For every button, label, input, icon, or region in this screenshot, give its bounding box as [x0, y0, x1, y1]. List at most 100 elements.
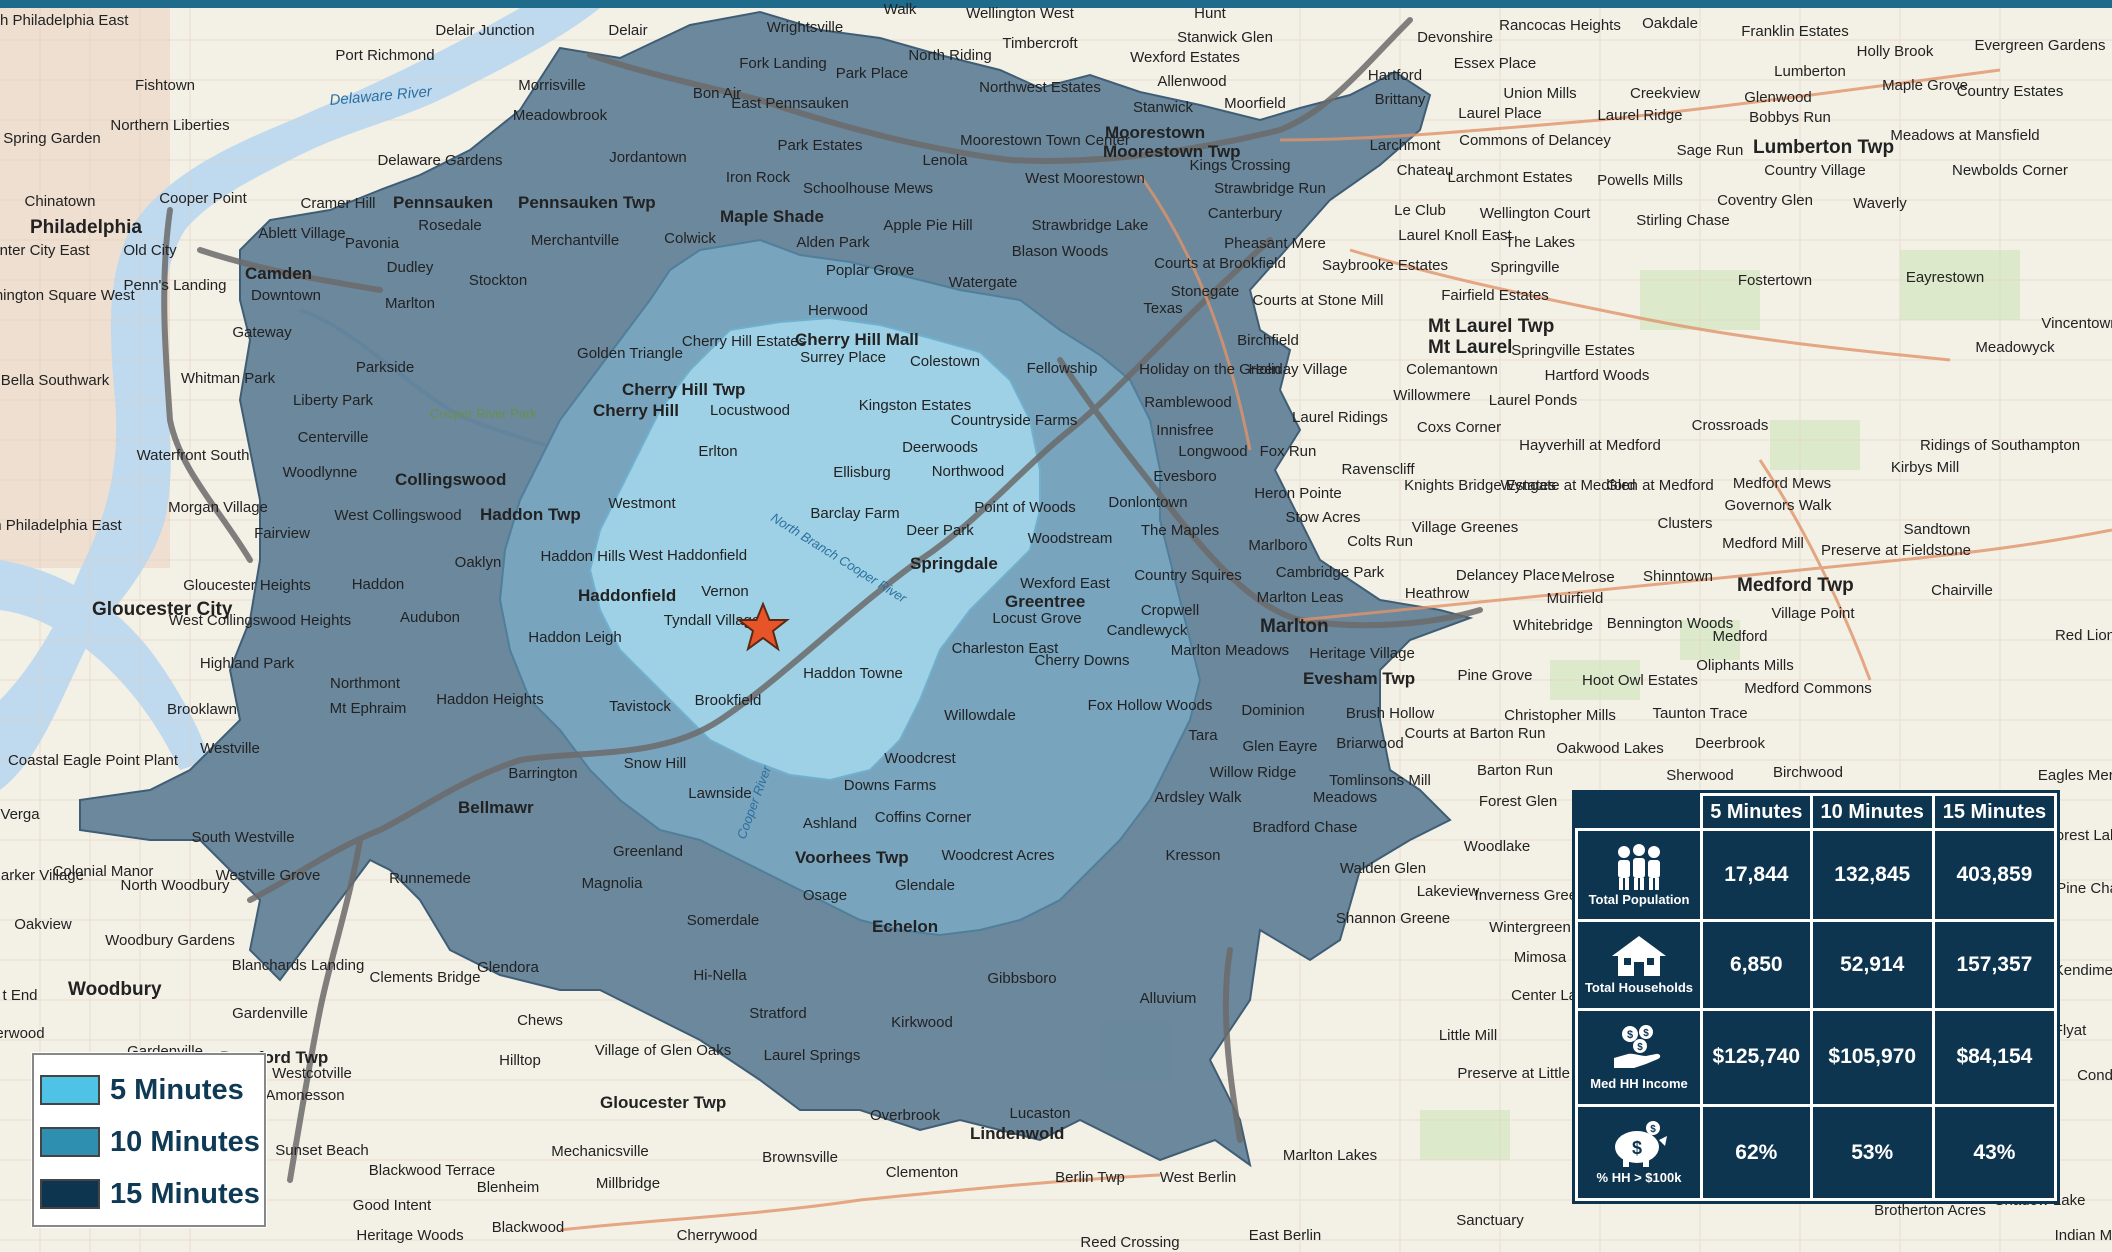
place-label: Point of Woods	[974, 499, 1075, 516]
place-label: Lakeview	[1417, 883, 1480, 900]
place-label: Osage	[803, 887, 847, 904]
column-header-15-minutes: 15 Minutes	[1931, 793, 2058, 831]
place-label: Woodcrest Acres	[941, 847, 1054, 864]
svg-text:$: $	[1643, 1028, 1649, 1039]
place-label: Centerville	[298, 429, 369, 446]
place-label: Courts at Brookfield	[1154, 255, 1286, 272]
place-label: Spring Garden	[3, 130, 101, 147]
place-label: Gateway	[232, 324, 292, 341]
place-label: Woodstream	[1028, 530, 1113, 547]
table-corner	[1575, 793, 1703, 831]
place-label: Sunset Beach	[275, 1142, 368, 1159]
place-label: Country Squires	[1134, 567, 1242, 584]
place-label: Stonegate	[1171, 283, 1239, 300]
site-star-marker[interactable]	[736, 601, 790, 652]
place-label: Hoot Owl Estates	[1582, 672, 1698, 689]
legend-item-10-minutes: 10 Minutes	[40, 1119, 260, 1165]
place-label: Woodlynne	[283, 464, 358, 481]
place-label: Penn's Landing	[124, 277, 227, 294]
place-label: Snow Hill	[624, 755, 687, 772]
place-label: Alluvium	[1140, 990, 1197, 1007]
place-label: Inverness Green	[1475, 887, 1586, 904]
place-label: Innisfree	[1156, 422, 1214, 439]
place-label: Kresson	[1165, 847, 1220, 864]
value-cell: $84,154	[1931, 1007, 2058, 1108]
place-label: Mt Ephraim	[330, 700, 407, 717]
place-label: Watergate	[949, 274, 1018, 291]
place-label: Waterfront South	[137, 447, 250, 464]
place-label: Center City East	[0, 242, 90, 259]
arterial-roads	[559, 68, 2112, 1232]
place-label: Indian Mi	[2055, 1227, 2112, 1244]
place-label: Meadowbrook	[513, 107, 608, 124]
place-label: Strawbridge Run	[1214, 180, 1326, 197]
place-label: Wyngate at Medford	[1501, 477, 1636, 494]
place-label: Forest Glen	[1479, 793, 1557, 810]
place-label: Meadows at Mansfield	[1890, 127, 2039, 144]
place-label: Bradford Chase	[1252, 819, 1357, 836]
place-label: Newbolds Corner	[1952, 162, 2068, 179]
place-label: East Pennsauken	[731, 95, 849, 112]
value-cell: 157,357	[1931, 919, 2058, 1011]
place-label: Sherwood	[1666, 767, 1734, 784]
place-label: Brooklawn	[167, 701, 237, 718]
place-label: Alden Park	[796, 234, 870, 251]
place-label: Laurel Springs	[764, 1047, 861, 1064]
place-label: Marlton Leas	[1257, 589, 1344, 606]
place-label: Village Point	[1771, 605, 1855, 622]
place-label: Heritage Woods	[356, 1227, 463, 1244]
place-label: Coxs Corner	[1417, 419, 1501, 436]
place-label: Creekview	[1630, 85, 1700, 102]
place-label: Hi-Nella	[693, 967, 747, 984]
place-label: Greenland	[613, 843, 683, 860]
place-label: Oakview	[14, 916, 72, 933]
place-label: Maple Grove	[1882, 77, 1968, 94]
place-gloucester-twp: Gloucester Twp	[600, 1093, 726, 1112]
place-label: Texas	[1143, 300, 1182, 317]
place-label: Tomlinsons Mill	[1329, 772, 1431, 789]
place-label: Wexford Estates	[1130, 49, 1240, 66]
place-label: Amonesson	[265, 1087, 344, 1104]
place-label: Overbrook	[870, 1107, 941, 1124]
place-label: t End	[2, 987, 37, 1004]
place-label: Apple Pie Hill	[883, 217, 972, 234]
place-label: Oakdale	[1642, 15, 1698, 32]
place-label: Oakwood Lakes	[1556, 740, 1664, 757]
place-label: Parkside	[356, 359, 414, 376]
place-label: Heritage Village	[1309, 645, 1415, 662]
place-label: Port Richmond	[335, 47, 434, 64]
place-label: Pavonia	[345, 235, 400, 252]
place-label: Cropwell	[1141, 602, 1199, 619]
place-label: Magnolia	[582, 875, 644, 892]
place-label: Blason Woods	[1012, 243, 1108, 260]
legend-label: 15 Minutes	[110, 1177, 260, 1210]
place-label: Kirbys Mill	[1891, 459, 1959, 476]
place-label: Whitebridge	[1513, 617, 1593, 634]
place-label: Hilltop	[499, 1052, 541, 1069]
place-label: Blackwood Terrace	[369, 1162, 495, 1179]
place-haddonfield: Haddonfield	[578, 586, 676, 605]
legend-item-15-minutes: 15 Minutes	[40, 1171, 260, 1217]
delaware-river-lower	[0, 560, 210, 770]
legend-item-5-minutes: 5 Minutes	[40, 1067, 244, 1113]
place-label: Ablett Village	[258, 225, 345, 242]
place-label: Blackwood	[492, 1219, 565, 1236]
place-label: Moorestown Town Center	[960, 132, 1130, 149]
place-label: Strawbridge Lake	[1032, 217, 1149, 234]
place-label: Downtown	[251, 287, 321, 304]
zone-5-minutes[interactable]	[588, 316, 1041, 782]
place-label: Poplar Grove	[826, 262, 914, 279]
place-evesham-twp: Evesham Twp	[1303, 669, 1415, 688]
place-label: Crossroads	[1692, 417, 1769, 434]
place-label: Marlton	[385, 295, 435, 312]
place-label: Delaware Gardens	[377, 152, 502, 169]
place-label: Red Lion	[2055, 627, 2112, 644]
place-label: Medford	[1712, 628, 1767, 645]
place-label: Walk	[884, 1, 917, 18]
place-label: Cherry Hill Estates	[682, 333, 806, 350]
place-label: South Westville	[191, 829, 294, 846]
place-label: Surrey Place	[800, 349, 886, 366]
place-maple-shade: Maple Shade	[720, 207, 824, 226]
legend-swatch-15	[40, 1179, 100, 1209]
